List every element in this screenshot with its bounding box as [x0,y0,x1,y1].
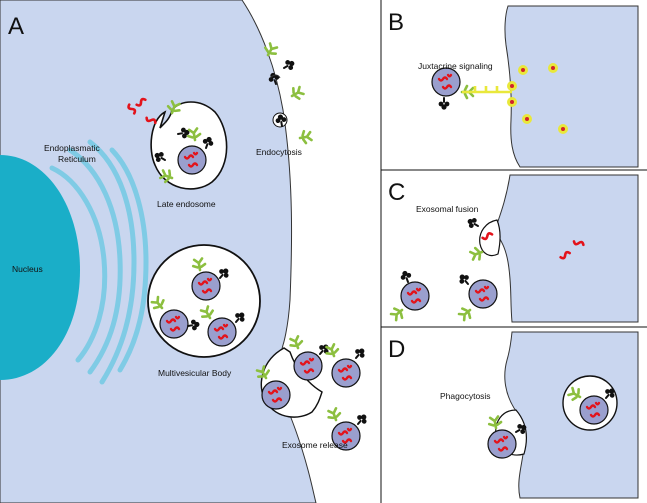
panel-a: A Nucleus Endoplasmatic Reticulum Late e… [0,0,371,503]
endocytosis-receptors [261,41,314,146]
mvb-label: Multivesicular Body [158,368,232,378]
er-label-line2: Reticulum [58,154,96,164]
late-endosome-label: Late endosome [157,199,216,209]
endocytosis-label: Endocytosis [256,147,302,157]
panel-d-letter: D [388,336,405,363]
phagocytosis-label: Phagocytosis [440,391,491,401]
panel-c-letter: C [388,179,405,206]
endoplasmic-reticulum [49,139,149,385]
exosome-release-label: Exosome release [282,440,348,450]
panel-d: D Phagocytosis [388,331,639,499]
recipient-cell-b [504,5,639,168]
multivesicular-body [147,244,261,358]
er-label-line1: Endoplasmatic [44,143,101,153]
juxtacrine-bridge [462,86,512,94]
recipient-cell-c [494,174,639,323]
panel-b-letter: B [388,9,404,36]
nucleus-label: Nucleus [12,264,43,274]
cell-cytoplasm [0,0,317,503]
panel-b: B Juxtacrine signaling [388,5,639,168]
panel-c: C Exosomal fusion [388,174,639,323]
juxtacrine-label: Juxtacrine signaling [418,61,493,71]
nucleus [0,155,80,380]
exosomal-fusion-label: Exosomal fusion [416,204,479,214]
panel-a-letter: A [8,13,24,40]
fusion-pocket [479,219,501,257]
